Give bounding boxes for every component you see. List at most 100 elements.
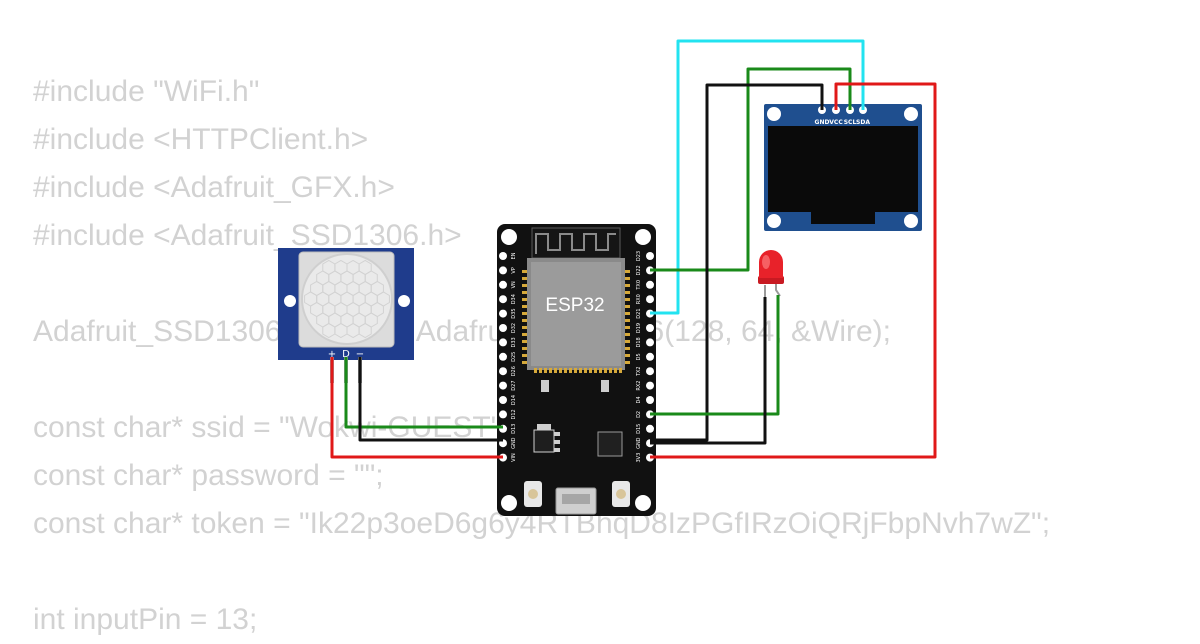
esp32-pin[interactable] [499, 352, 507, 361]
module-pad [544, 368, 547, 373]
code-background: #include "WiFi.h"#include <HTTPClient.h>… [33, 68, 1050, 644]
esp32-pin[interactable] [646, 324, 654, 332]
esp32-pin[interactable] [646, 252, 654, 260]
esp32-pin[interactable] [646, 381, 654, 390]
module-pad [522, 319, 527, 322]
esp32-pin[interactable] [499, 280, 507, 289]
esp32-pin[interactable] [499, 324, 507, 332]
module-pad [534, 368, 537, 373]
module-pad [625, 298, 630, 301]
esp32-pin[interactable] [646, 280, 654, 289]
esp32-pin[interactable] [646, 424, 654, 433]
esp32-pin[interactable] [499, 309, 507, 318]
esp32-pin-label: VN [511, 281, 517, 288]
module-pad [559, 368, 562, 373]
esp32-pin-label: D21 [636, 308, 642, 318]
module-pad [625, 354, 630, 357]
module-pad [522, 326, 527, 329]
esp32-pin[interactable] [499, 295, 507, 304]
esp32-pin[interactable] [646, 295, 654, 304]
wire-pir-gnd[interactable] [358, 357, 503, 442]
module-pad [522, 284, 527, 287]
pir-pin-label: + [328, 349, 336, 360]
pir-mount-hole [398, 295, 410, 307]
esp32-pin[interactable] [499, 338, 507, 347]
pir-sensor[interactable]: +D− [278, 248, 414, 383]
wire-sda[interactable] [650, 39, 865, 315]
module-pad [522, 347, 527, 350]
oled-screen [768, 126, 918, 212]
esp32-pin-label: 3V3 [636, 453, 642, 463]
oled-mount-hole [904, 107, 918, 121]
esp32-pin-label: D13 [511, 424, 517, 434]
esp32-pin[interactable] [499, 367, 507, 376]
esp32-pin-label: D23 [636, 251, 642, 261]
esp32-pin-label: VP [511, 267, 517, 273]
code-line: #include <Adafruit_SSD1306.h> [33, 219, 462, 252]
module-pad [625, 305, 630, 308]
module-pad [522, 333, 527, 336]
module-pad [625, 277, 630, 280]
module-pad [549, 368, 552, 373]
module-pad [579, 368, 582, 373]
esp32-pin-label: VIN [511, 453, 517, 462]
wire-vcc-3v3[interactable] [650, 82, 937, 459]
esp32-pin[interactable] [646, 367, 654, 376]
pir-lens-pattern [304, 259, 390, 339]
esp32-pin-label: D33 [511, 337, 517, 347]
module-pads [522, 270, 630, 392]
code-line: const char* password = ""; [33, 459, 384, 492]
esp32-pin[interactable] [499, 396, 507, 404]
esp32-pin-label: D34 [511, 294, 517, 304]
module-pad [522, 277, 527, 280]
esp32-pin[interactable] [499, 252, 507, 260]
oled-pin-label: SDA [856, 119, 870, 126]
module-pad [564, 368, 567, 373]
esp32-pin-label: RX2 [636, 381, 642, 391]
esp32-pin-label: D4 [636, 396, 642, 403]
esp32-pin-label: D27 [511, 380, 517, 390]
oled-mount-hole [904, 214, 918, 228]
usb-chip [597, 431, 623, 457]
wire-oled-gnd[interactable] [650, 83, 824, 442]
red-led[interactable] [758, 250, 784, 298]
module-pad [625, 291, 630, 294]
antenna-trace [535, 233, 616, 254]
module-pad [584, 368, 587, 373]
esp32-pin-label: D26 [511, 366, 517, 376]
esp32-pin[interactable] [499, 410, 507, 419]
wire-led-gnd[interactable] [650, 297, 767, 445]
pir-mount-hole [284, 295, 296, 307]
esp32-pin[interactable] [646, 338, 654, 347]
esp32-pin[interactable] [499, 266, 507, 275]
esp32-board[interactable]: ESP32 ENVPVND34D35D32D33D25D26D27D14D12D… [497, 224, 656, 516]
module-pad [522, 305, 527, 308]
esp32-pin-label: D35 [511, 308, 517, 318]
esp32-component [541, 380, 549, 392]
module-pad [625, 347, 630, 350]
esp32-pin[interactable] [499, 381, 507, 390]
esp32-pin[interactable] [646, 396, 654, 404]
wire-led-d2[interactable] [650, 295, 780, 416]
voltage-regulator [533, 429, 555, 453]
module-pad [569, 368, 572, 373]
module-pad [625, 312, 630, 315]
module-pad [522, 361, 527, 364]
esp32-pin[interactable] [646, 352, 654, 361]
code-line: #include <Adafruit_GFX.h> [33, 171, 395, 204]
module-pad [625, 284, 630, 287]
module-pad [522, 312, 527, 315]
wire-pir-data[interactable] [344, 357, 503, 429]
esp32-pin-label: GND [636, 437, 642, 449]
circuit-canvas: ESP32 ENVPVND34D35D32D33D25D26D27D14D12D… [278, 39, 937, 516]
module-pad [614, 368, 617, 373]
wire-pir-vcc[interactable] [330, 357, 503, 459]
esp32-mount-hole [635, 495, 651, 511]
pir-lens-cell [358, 322, 372, 339]
esp32-mount-hole [501, 229, 517, 245]
pir-pin-label: − [356, 349, 364, 360]
module-pad [599, 368, 602, 373]
esp32-mount-hole [501, 495, 517, 511]
module-pad [522, 340, 527, 343]
